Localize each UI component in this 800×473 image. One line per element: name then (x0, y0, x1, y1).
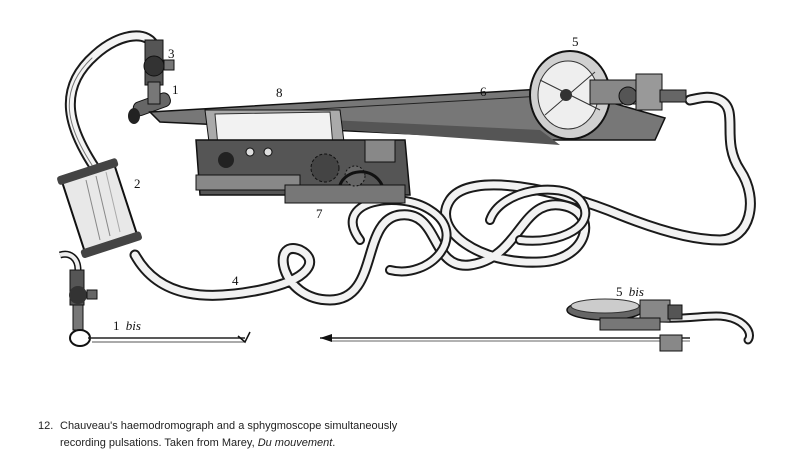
figure-caption: 12. Chauveau's haemodromograph and a sphy… (38, 418, 468, 452)
glass-cylinder (57, 158, 142, 259)
caption-text-2: recording pulsations. Taken from Marey, (60, 437, 258, 449)
label-1: 1 (172, 82, 179, 97)
rubber-tube-main (129, 91, 756, 345)
caption-line-1: 12. Chauveau's haemodromograph and a sphy… (38, 418, 468, 435)
sphygmoscope-right (320, 298, 690, 352)
recorder-box (195, 109, 411, 204)
label-6: 6 (480, 84, 487, 99)
label-1-bis: 1 bis (113, 318, 141, 333)
caption-line-2: recording pulsations. Taken from Marey, … (38, 435, 468, 452)
caption-text-1: Chauveau's haemodromograph and a sphygmo… (60, 420, 398, 432)
label-3: 3 (168, 46, 175, 61)
label-2: 2 (134, 176, 141, 191)
label-5: 5 (572, 34, 579, 49)
label-4: 4 (232, 273, 239, 288)
label-8: 8 (276, 85, 283, 100)
engraving-illustration: 1 2 3 4 5 6 7 8 1 bis 5 bis (57, 30, 756, 352)
valve-fitting (128, 39, 175, 124)
recording-drum (529, 50, 687, 140)
caption-text-2-end: . (332, 437, 336, 449)
figure-number: 12. (38, 420, 54, 432)
label-5-bis: 5 bis (616, 284, 644, 299)
caption-book-title: Du mouvement (257, 437, 333, 449)
rubber-tube-upper (64, 30, 161, 174)
label-7: 7 (316, 206, 323, 221)
needle-fitting-left (58, 250, 251, 347)
